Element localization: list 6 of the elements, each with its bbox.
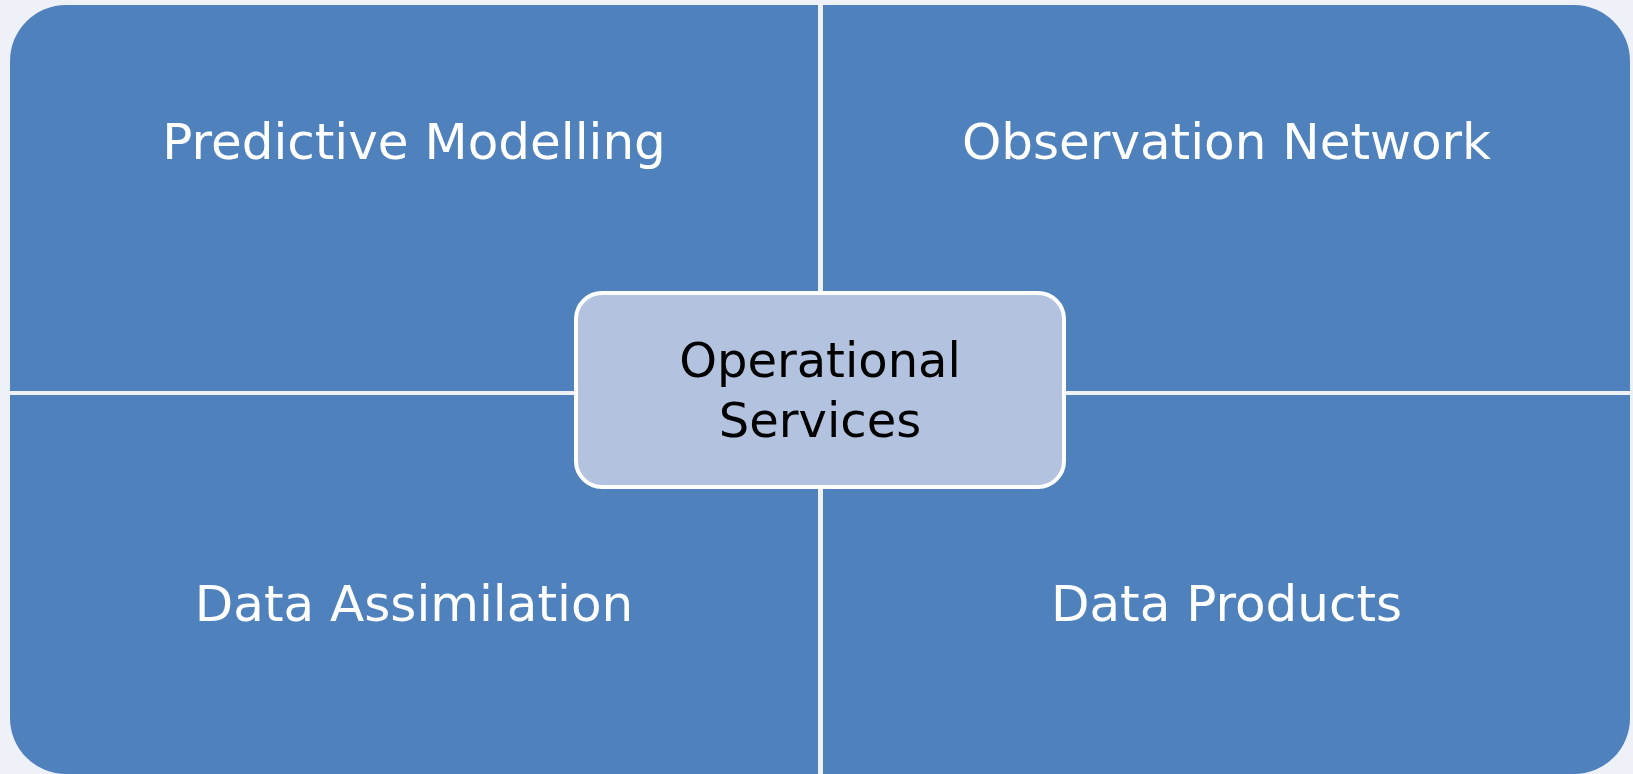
quadrant-label: Data Products	[1050, 575, 1403, 635]
center-label: Operational Services	[678, 331, 962, 450]
center-box	[574, 291, 1066, 489]
quadrant-label: Predictive Modelling	[162, 113, 666, 173]
quadrant-label: Data Assimilation	[194, 575, 634, 635]
quadrant-label: Observation Network	[961, 113, 1492, 173]
